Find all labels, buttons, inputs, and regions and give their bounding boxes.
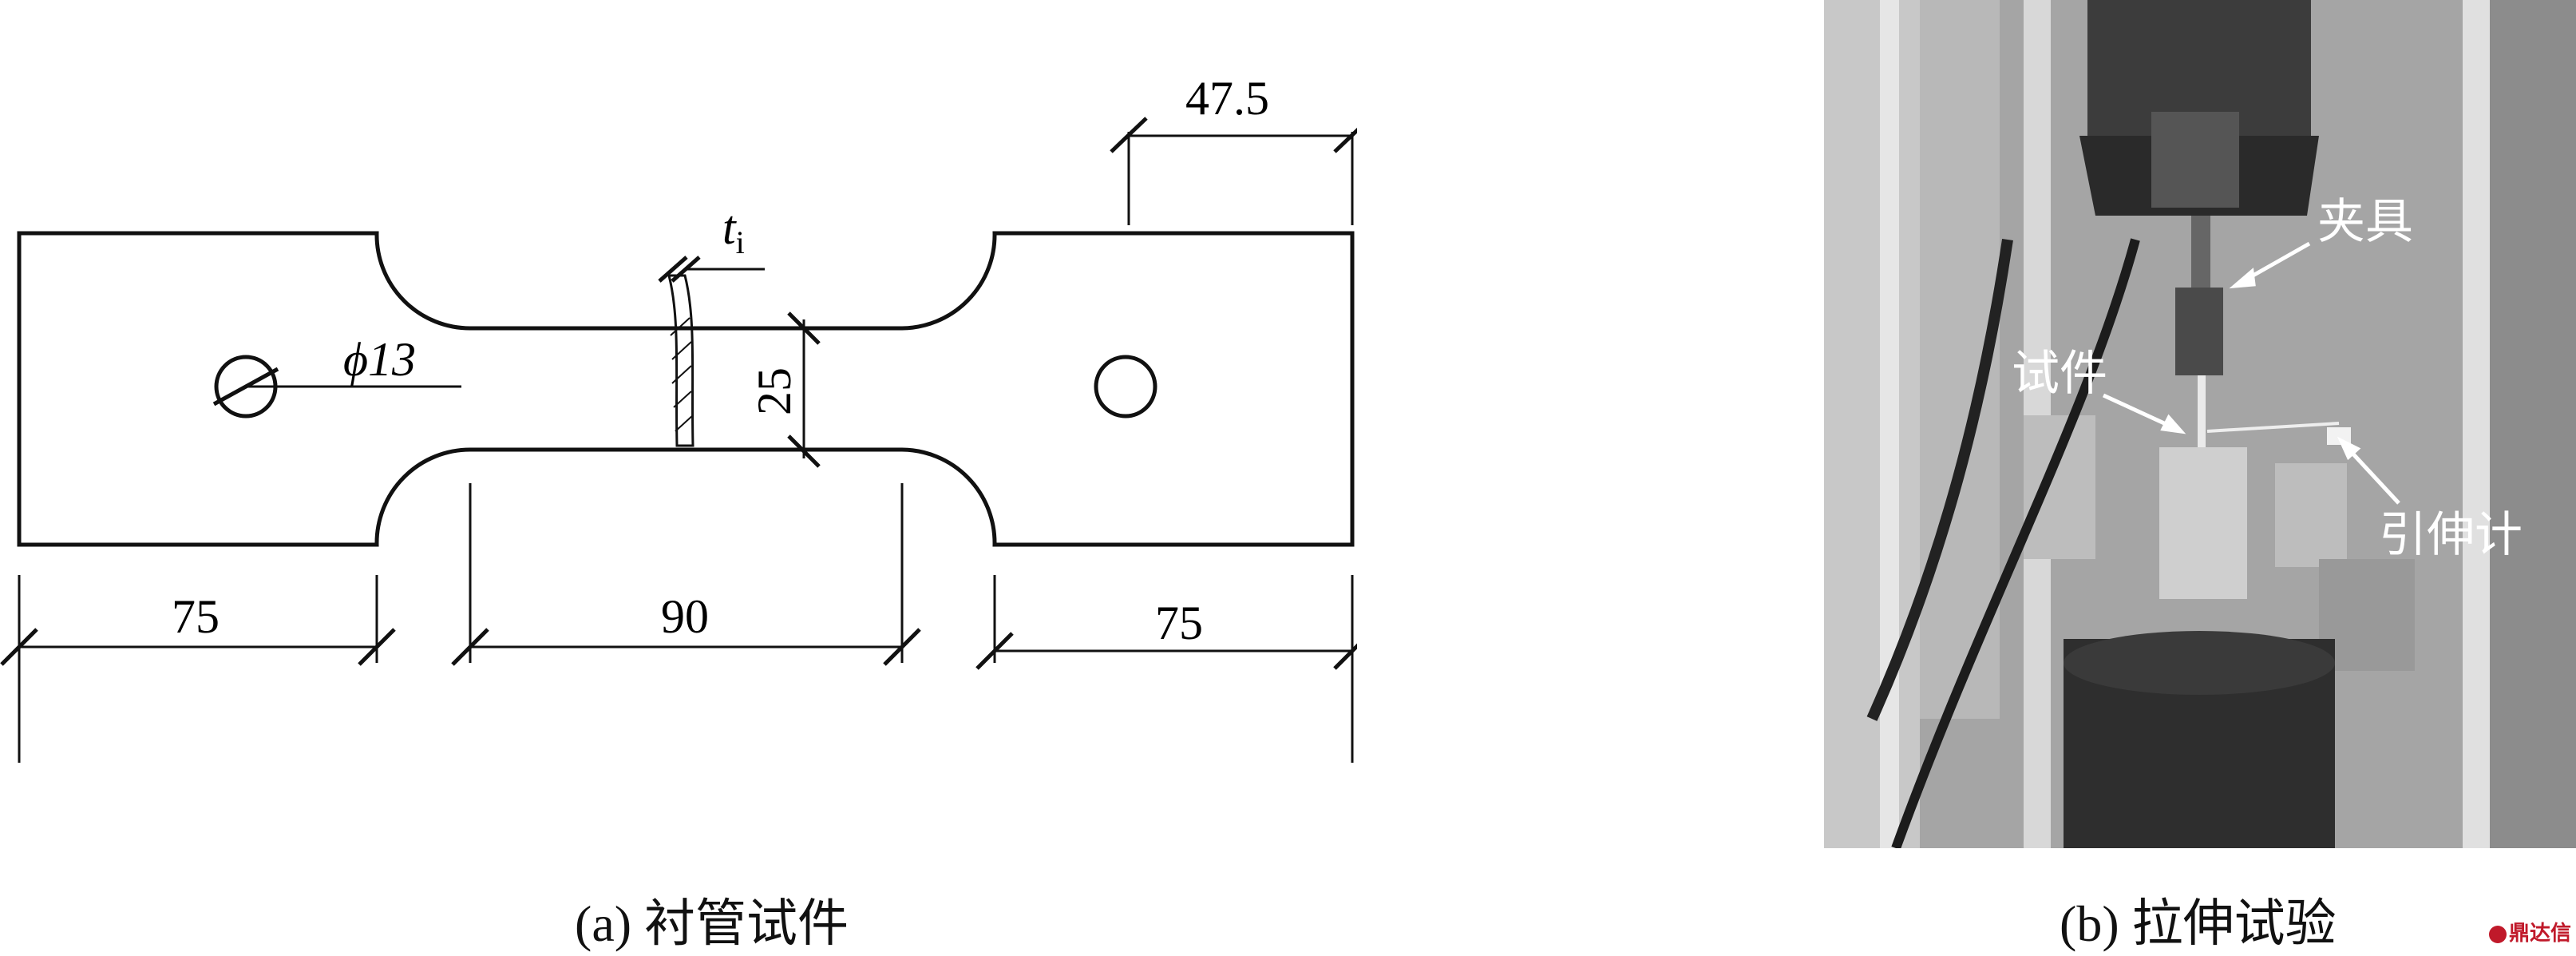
specimen-drawing: 47.5 ti ϕ13 25 65 75 90 75	[0, 72, 1357, 763]
dim-thickness: ti	[722, 201, 745, 260]
top-dim-tick-left	[1110, 117, 1148, 153]
tensile-test-photo: 夹具 试件 引伸计	[1824, 0, 2576, 848]
watermark: 鼎达信	[2489, 917, 2571, 946]
watermark-logo-icon	[2489, 925, 2507, 943]
right-hole	[1094, 355, 1157, 418]
thickness-symbol: t	[722, 201, 737, 254]
caption-panel-a: (a) 衬管试件	[575, 895, 849, 952]
dim-middle-length: 90	[661, 590, 709, 643]
top-dim-tick-right	[1333, 127, 1357, 153]
watermark-text: 鼎达信	[2509, 922, 2572, 946]
weld-hatch	[670, 317, 694, 432]
neck-dim-tick-top	[787, 311, 821, 345]
thickness-tick-1	[658, 256, 688, 283]
label-extensometer: 引伸计	[2379, 507, 2523, 563]
weld-seam	[667, 274, 694, 447]
label-specimen: 试件	[2012, 346, 2107, 402]
thickness-subscript: i	[736, 224, 745, 260]
dim-left-length: 75	[172, 590, 220, 643]
dim-neck-width: 25	[748, 367, 801, 415]
hole-leader-tick	[212, 367, 279, 407]
bottom-dim-ticks	[0, 628, 1357, 670]
thickness-tick-2	[671, 256, 701, 283]
specimen-outline	[17, 231, 1355, 547]
dim-top-width: 47.5	[1185, 72, 1269, 125]
neck-dim-tick-bottom	[787, 434, 821, 468]
label-fixture: 夹具	[2317, 194, 2413, 250]
dim-hole-diameter: ϕ13	[343, 333, 416, 386]
dim-right-length: 75	[1155, 597, 1203, 649]
caption-panel-b: (b) 拉伸试验	[2060, 895, 2337, 952]
